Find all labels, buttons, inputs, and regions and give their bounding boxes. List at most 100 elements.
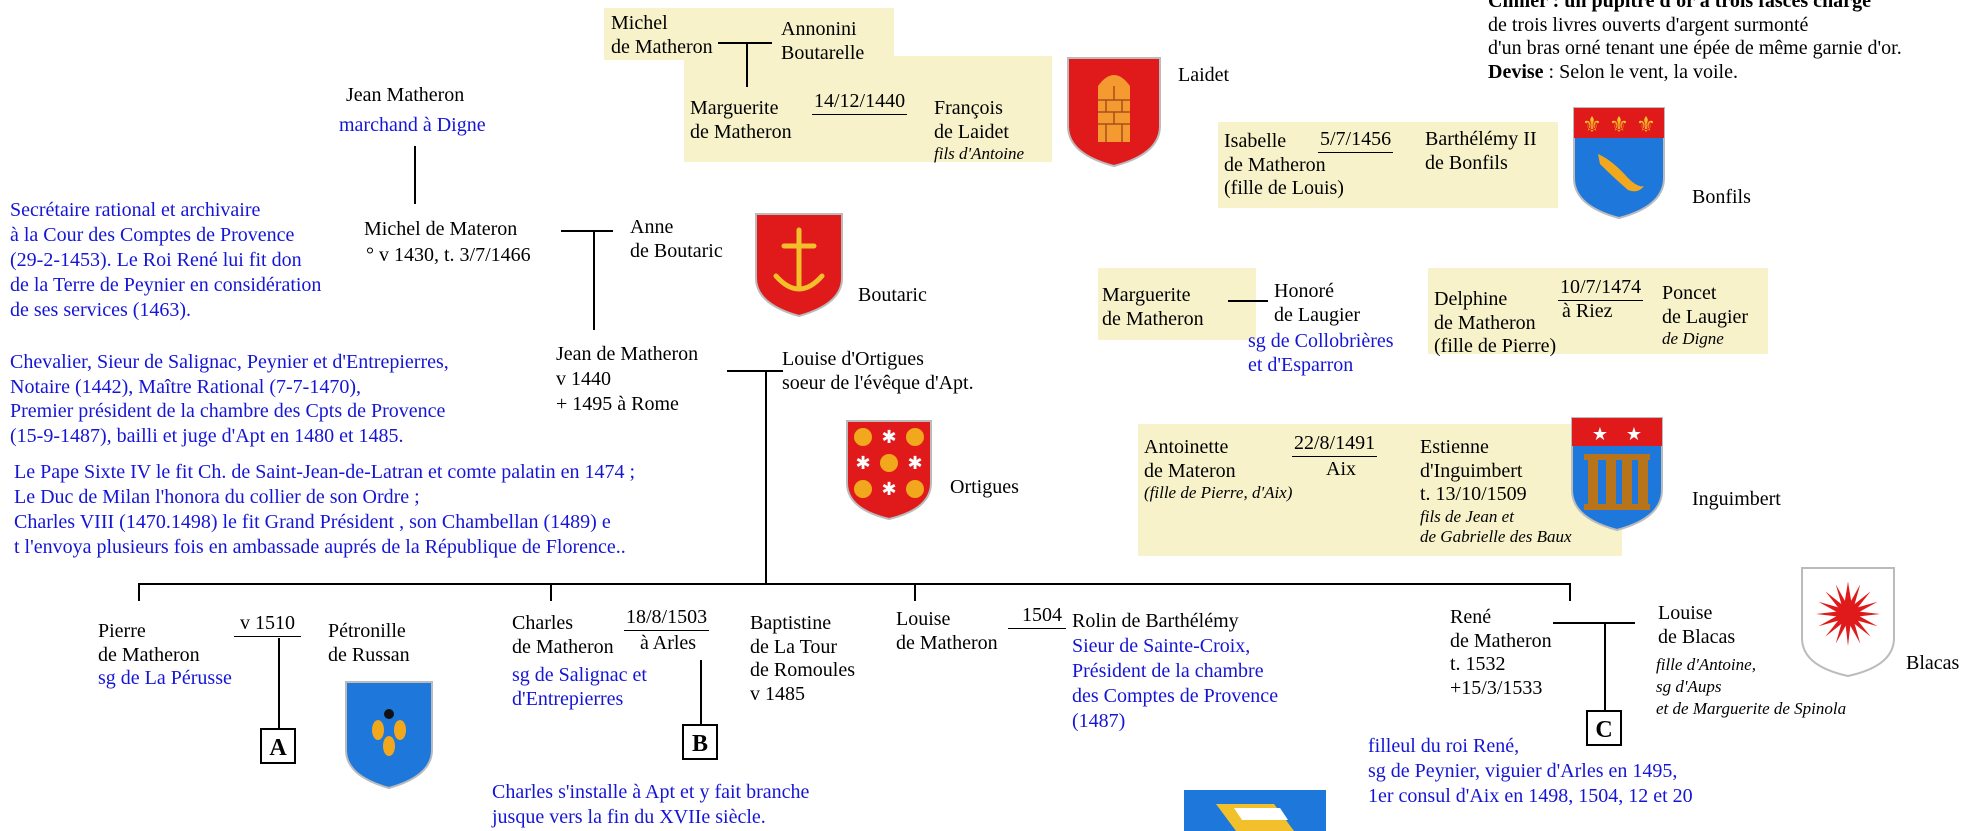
inguimbert-arms-icon: ★★ bbox=[1570, 416, 1664, 532]
partial-arms-icon bbox=[1184, 790, 1326, 831]
descent-line bbox=[700, 660, 702, 726]
charles-marriage-date: 18/8/1503 bbox=[624, 606, 710, 631]
bonfils-marriage-date: 5/7/1456 bbox=[1318, 128, 1394, 153]
bonfils-label: Bonfils bbox=[1692, 186, 1751, 208]
michel-materon-name: Michel de Materon bbox=[364, 218, 518, 240]
ortigues-arms-icon: ✱✱✱✱ bbox=[845, 419, 933, 521]
charles-apt-note: Charles s'installe à Apt et y fait branc… bbox=[492, 781, 810, 828]
rolin-name: Rolin de Barthélémy bbox=[1072, 610, 1239, 632]
descent-line bbox=[414, 146, 416, 204]
marriage-line bbox=[727, 370, 783, 372]
devise-label: Devise bbox=[1488, 60, 1544, 83]
descent-line bbox=[1604, 622, 1606, 714]
svg-text:★: ★ bbox=[1626, 424, 1642, 445]
branch-b-box[interactable]: B bbox=[682, 724, 718, 760]
jean-matheron-name: Jean Matheron bbox=[346, 84, 465, 106]
blacas-arms-icon bbox=[1800, 566, 1896, 678]
russan-arms-icon bbox=[344, 680, 434, 790]
laidet-marriage-date: 14/12/1440 bbox=[812, 90, 908, 115]
laidet-label: Laidet bbox=[1178, 64, 1230, 86]
svg-text:★: ★ bbox=[1592, 424, 1608, 445]
marriage-line bbox=[1228, 300, 1268, 302]
laugier-marriage-place: à Riez bbox=[1562, 300, 1613, 322]
svg-text:⚜: ⚜ bbox=[1582, 113, 1602, 138]
descent-line bbox=[593, 230, 595, 330]
laugier-box-left bbox=[1098, 268, 1256, 340]
charles-marriage-place: à Arles bbox=[640, 632, 697, 654]
pope-note: Le Pape Sixte IV le fit Ch. de Saint-Jea… bbox=[14, 461, 636, 558]
devise-text: : Selon le vent, la voile. bbox=[1543, 60, 1738, 83]
laidet-arms-icon bbox=[1066, 56, 1162, 168]
bonfils-box bbox=[1218, 122, 1558, 208]
boutaric-arms-icon bbox=[754, 212, 844, 318]
branch-a-box[interactable]: A bbox=[260, 728, 296, 764]
crest-line-1: Cimier : un pupitre d'or à trois fasces … bbox=[1488, 0, 1871, 12]
pierre-marriage-date: v 1510 bbox=[234, 612, 301, 637]
louise-marriage-date: 1504 bbox=[1008, 604, 1066, 629]
inguimbert-marriage-date: 22/8/1491 bbox=[1292, 432, 1378, 457]
inguimbert-marriage-place: Aix bbox=[1326, 458, 1356, 480]
blacas-label: Blacas bbox=[1906, 652, 1960, 674]
svg-text:✱: ✱ bbox=[907, 453, 922, 474]
child-tick bbox=[914, 583, 916, 601]
svg-text:✱: ✱ bbox=[881, 427, 896, 448]
inguimbert-label: Inguimbert bbox=[1692, 488, 1781, 510]
svg-text:⚜: ⚜ bbox=[1609, 113, 1629, 138]
boutaric-label: Boutaric bbox=[858, 284, 927, 306]
children-line bbox=[138, 583, 1570, 585]
ortigues-label: Ortigues bbox=[950, 476, 1019, 498]
marriage-line bbox=[1553, 622, 1635, 624]
devise-line: Devise : Selon le vent, la voile. bbox=[1488, 61, 1902, 85]
laidet-box-top bbox=[604, 8, 894, 60]
crest-text: Cimier : un pupitre d'or à trois fasces … bbox=[1488, 0, 1902, 84]
rolin-note: Sieur de Sainte-Croix,Président de la ch… bbox=[1072, 635, 1279, 732]
laugier-box-right bbox=[1428, 268, 1768, 354]
child-tick bbox=[138, 583, 140, 601]
inguimbert-box bbox=[1138, 424, 1622, 556]
jean-de-matheron-note: Chevalier, Sieur de Salignac, Peynier et… bbox=[10, 351, 449, 447]
michel-materon-dates: ° v 1430, t. 3/7/1466 bbox=[366, 244, 531, 266]
branch-c-box[interactable]: C bbox=[1586, 710, 1622, 746]
marriage-line bbox=[561, 230, 613, 232]
descent-line bbox=[278, 638, 280, 732]
rene-note: filleul du roi René,sg de Peynier, vigui… bbox=[1368, 735, 1693, 807]
descent-line bbox=[765, 370, 767, 584]
bonfils-arms-icon: ⚜ ⚜ ⚜ bbox=[1572, 106, 1666, 220]
marriage-line bbox=[718, 42, 772, 44]
descent-line bbox=[746, 42, 748, 87]
laugier-marriage-date: 10/7/1474 bbox=[1558, 276, 1644, 301]
crest-line-3: d'un bras orné tenant une épée de même g… bbox=[1488, 37, 1902, 60]
child-tick bbox=[1569, 583, 1571, 601]
svg-text:✱: ✱ bbox=[881, 479, 896, 500]
laidet-box-bottom bbox=[684, 56, 1052, 162]
child-tick bbox=[550, 583, 552, 601]
svg-text:⚜: ⚜ bbox=[1636, 113, 1656, 138]
crest-line-2: de trois livres ouverts d'argent surmont… bbox=[1488, 13, 1809, 36]
